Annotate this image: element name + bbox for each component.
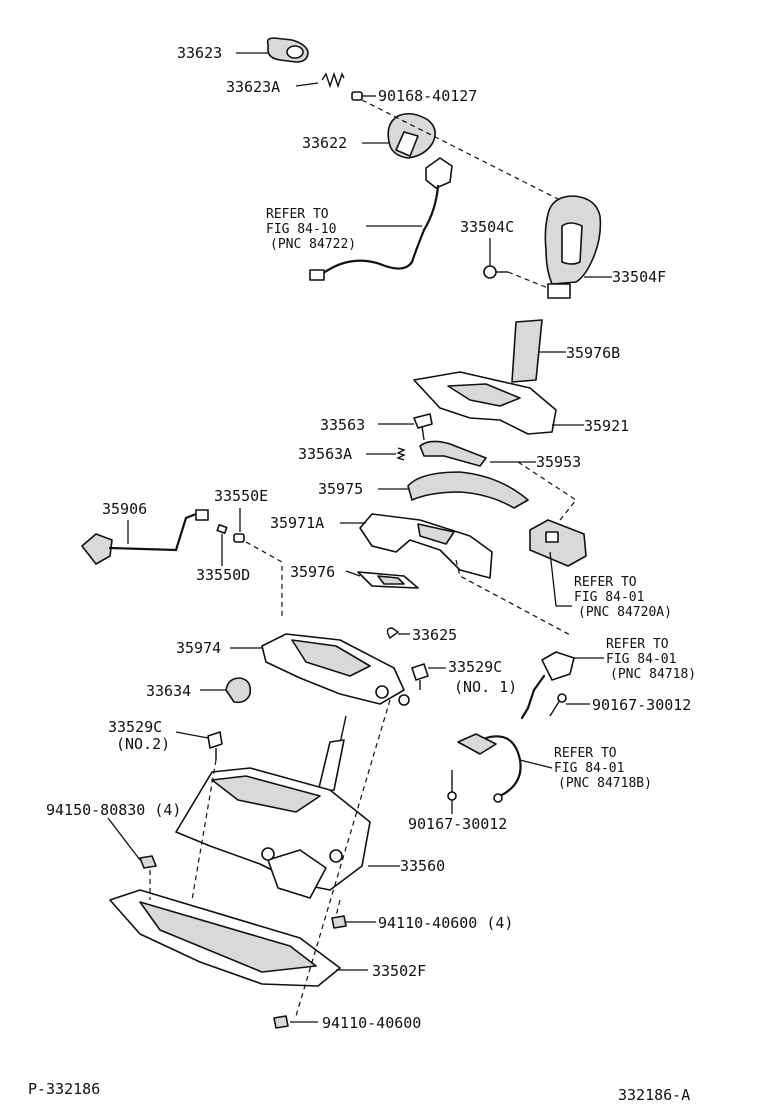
label-33622: 33622: [302, 134, 347, 152]
bolt-33529c-no2-part: [207, 731, 223, 760]
label-33550d: 33550D: [196, 566, 250, 584]
label-33623a: 33623A: [226, 78, 280, 96]
label-33504f: 33504F: [612, 268, 666, 286]
bezel-plate-part: [413, 371, 557, 435]
label-90168-40127: 90168-40127: [378, 87, 477, 105]
label-33504c: 33504C: [460, 218, 514, 236]
knob-button-part: [266, 37, 309, 63]
label-no1: (NO. 1): [454, 678, 517, 696]
spring-33563a-part: [396, 447, 406, 461]
label-94110-40600-4: 94110-40600 (4): [378, 914, 513, 932]
label-35974: 35974: [176, 639, 221, 657]
label-35953: 35953: [536, 453, 581, 471]
ref-84718b-line2: FIG 84-01: [554, 761, 624, 776]
label-35975: 35975: [318, 480, 363, 498]
ref-fig-84-10-line1: REFER TO: [266, 207, 329, 222]
ref-fig-84-10-line3: (PNC 84722): [270, 237, 356, 252]
label-90167-30012-b: 90167-30012: [408, 815, 507, 833]
nut-94150-part: [139, 855, 157, 869]
ref-84720a-line3: (PNC 84720A): [578, 605, 672, 620]
clip-33625-part: [386, 627, 400, 640]
label-94110-40600: 94110-40600: [322, 1014, 421, 1032]
ref-84718-line2: FIG 84-01: [606, 652, 676, 667]
label-33502f: 33502F: [372, 962, 426, 980]
ref-84720a-line1: REFER TO: [574, 575, 637, 590]
position-sensor-part: [81, 509, 209, 565]
knob-cover-part: [387, 112, 436, 159]
label-no2: (NO.2): [116, 735, 170, 753]
label-35976b: 35976B: [566, 344, 620, 362]
pin-part: [351, 91, 363, 101]
plate-35976-part: [357, 571, 419, 589]
label-90167-30012-a: 90167-30012: [592, 696, 691, 714]
indicator-plate-part: [407, 471, 529, 509]
shifter-assembly-part: [175, 715, 371, 899]
footer-right-code: 332186-A: [618, 1086, 690, 1104]
ref-84718-line3: (PNC 84718): [610, 667, 696, 682]
shift-knob-part: [544, 195, 602, 299]
label-33625: 33625: [412, 626, 457, 644]
ref-84718-line1: REFER TO: [606, 637, 669, 652]
label-33529c-no1: 33529C: [448, 658, 502, 676]
holder-35971a-part: [359, 513, 493, 579]
base-plate-part: [109, 889, 341, 987]
bolt-33529c-no1-part: [411, 663, 429, 690]
label-33560: 33560: [400, 857, 445, 875]
connector-84718-part: [520, 651, 575, 720]
shift-boot-part: [511, 319, 543, 383]
ref-84720a-line2: FIG 84-01: [574, 590, 644, 605]
footer-left-code: P-332186: [28, 1080, 100, 1098]
housing-35974-part: [261, 633, 410, 706]
ref-84718b-line1: REFER TO: [554, 746, 617, 761]
switch-wire-part: [309, 157, 453, 281]
label-33529c-no2: 33529C: [108, 718, 162, 736]
screw-90167-a-part: [549, 693, 567, 717]
screw-part: [483, 265, 508, 279]
label-33623: 33623: [177, 44, 222, 62]
screw-90167-b-part: [447, 770, 457, 801]
ref-84718b-line3: (PNC 84718B): [558, 776, 652, 791]
switch-84720a-part: [529, 519, 587, 567]
label-35921: 35921: [584, 417, 629, 435]
label-35976: 35976: [290, 563, 335, 581]
pin-33550-part: [216, 524, 245, 543]
label-33563: 33563: [320, 416, 365, 434]
label-33550e: 33550E: [214, 487, 268, 505]
spring-part: [321, 71, 345, 89]
nut-94110-part: [273, 1015, 289, 1029]
label-33563a: 33563A: [298, 445, 352, 463]
nut-94110-4-part: [331, 915, 347, 929]
cap-33634-part: [225, 677, 252, 704]
ref-fig-84-10-line2: FIG 84-10: [266, 222, 336, 237]
cable-84718b-part: [457, 733, 522, 803]
slide-35953-part: [419, 440, 487, 467]
label-35906: 35906: [102, 500, 147, 518]
label-33634: 33634: [146, 682, 191, 700]
screw-33563-part: [413, 413, 433, 441]
label-94150-80830: 94150-80830 (4): [46, 801, 181, 819]
label-35971a: 35971A: [270, 514, 324, 532]
